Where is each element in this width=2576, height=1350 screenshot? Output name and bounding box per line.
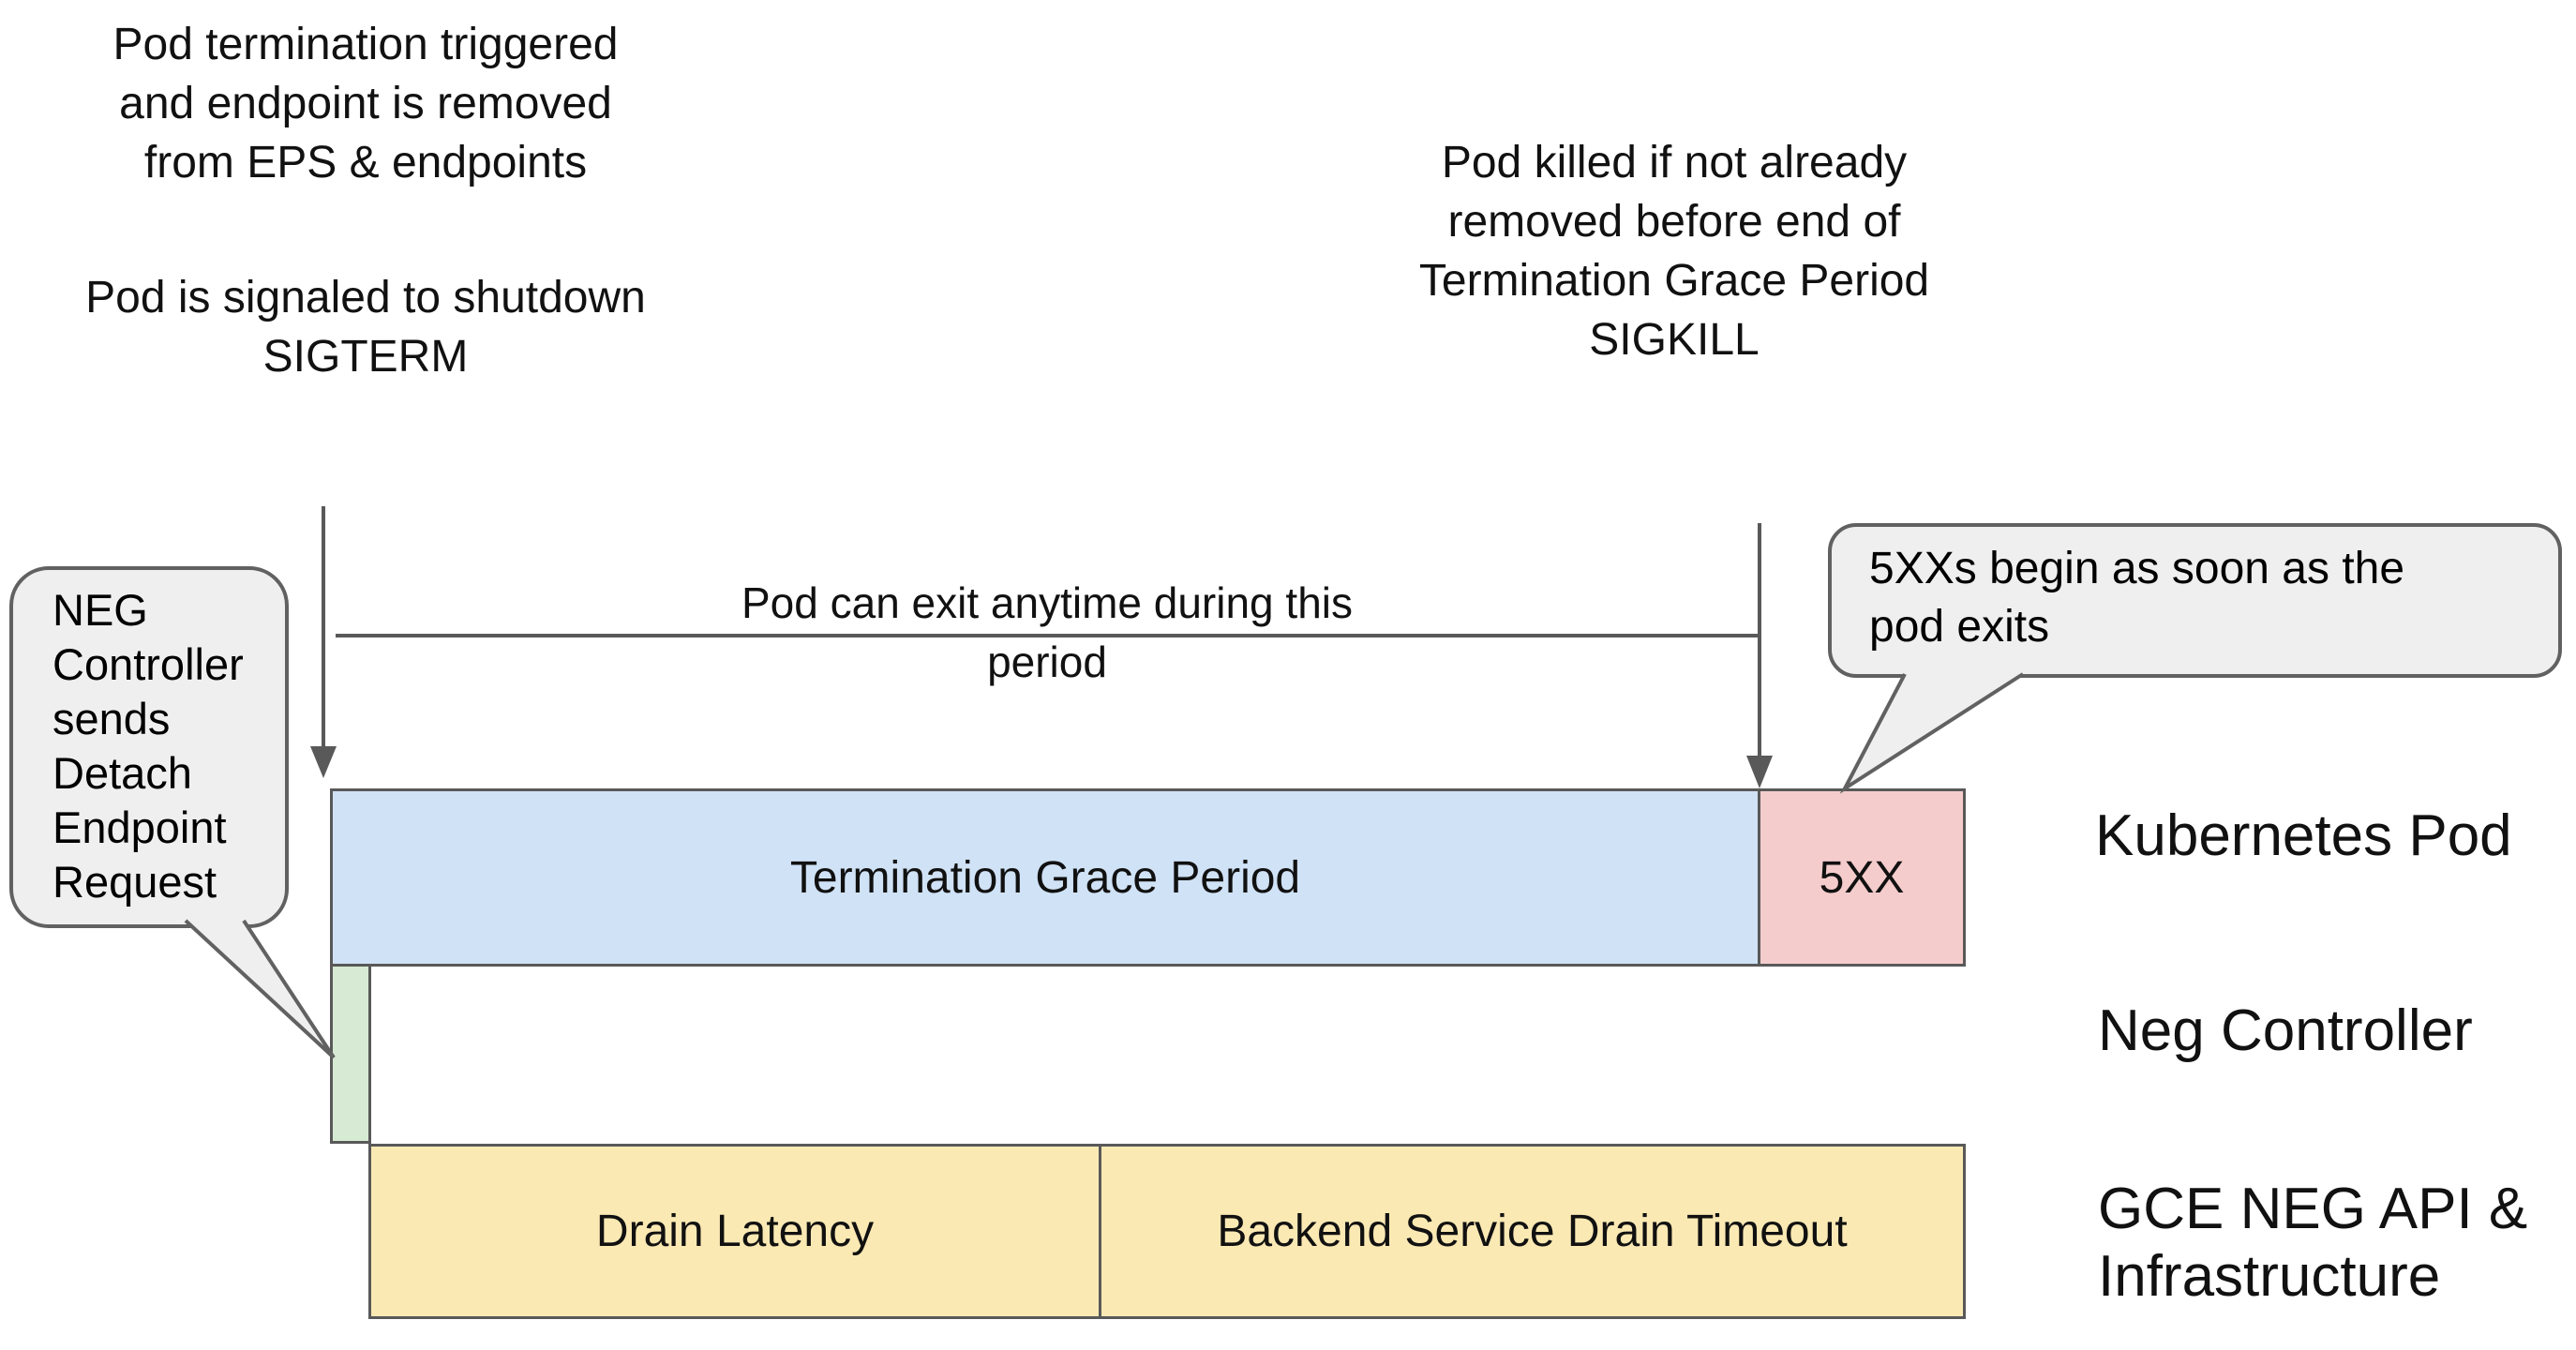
annotation-pod-termination-triggered: Pod termination triggered and endpoint i… <box>112 20 619 188</box>
bar-drain-latency-label: Drain Latency <box>595 1207 875 1256</box>
callout-neg-controller-detach: NEG Controller sends Detach Endpoint Req… <box>9 566 289 928</box>
bracket-label-pod-can-exit: Pod can exit anytime during this period <box>741 578 1354 686</box>
callout-5xx-tail <box>1839 672 2025 794</box>
row-label-gce-neg-api: GCE NEG API & Infrastructure <box>2098 1177 2528 1309</box>
right-event-arrowhead-icon <box>1746 756 1773 788</box>
callout-5xx-begin: 5XXs begin as soon as the pod exits <box>1828 523 2562 678</box>
bar-backend-service-drain-timeout-label: Backend Service Drain Timeout <box>1217 1207 1848 1256</box>
bar-termination-grace-period-label: Termination Grace Period <box>789 852 1301 903</box>
callout-neg-controller-tail <box>184 919 336 1059</box>
callout-5xx-begin-text: 5XXs begin as soon as the pod exits <box>1869 544 2405 652</box>
annotation-pod-signaled-sigterm: Pod is signaled to shutdown SIGTERM <box>85 273 646 382</box>
annotation-pod-killed-sigkill: Pod killed if not already removed before… <box>1418 138 1930 365</box>
left-event-arrowhead-icon <box>310 746 337 778</box>
bar-gce-neg-row: Drain Latency Backend Service Drain Time… <box>368 1144 1966 1319</box>
bar-backend-service-drain-timeout: Backend Service Drain Timeout <box>1099 1144 1966 1319</box>
row-label-kubernetes-pod: Kubernetes Pod <box>2095 803 2512 868</box>
bar-5xx: 5XX <box>1758 788 1966 967</box>
bar-termination-grace-period: Termination Grace Period <box>330 788 1760 967</box>
bar-drain-latency: Drain Latency <box>368 1144 1099 1319</box>
row-label-neg-controller: Neg Controller <box>2098 998 2473 1063</box>
bar-neg-controller-detach <box>330 964 371 1144</box>
bar-5xx-label: 5XX <box>1819 852 1905 903</box>
callout-neg-controller-detach-text: NEG Controller sends Detach Endpoint Req… <box>52 585 244 907</box>
